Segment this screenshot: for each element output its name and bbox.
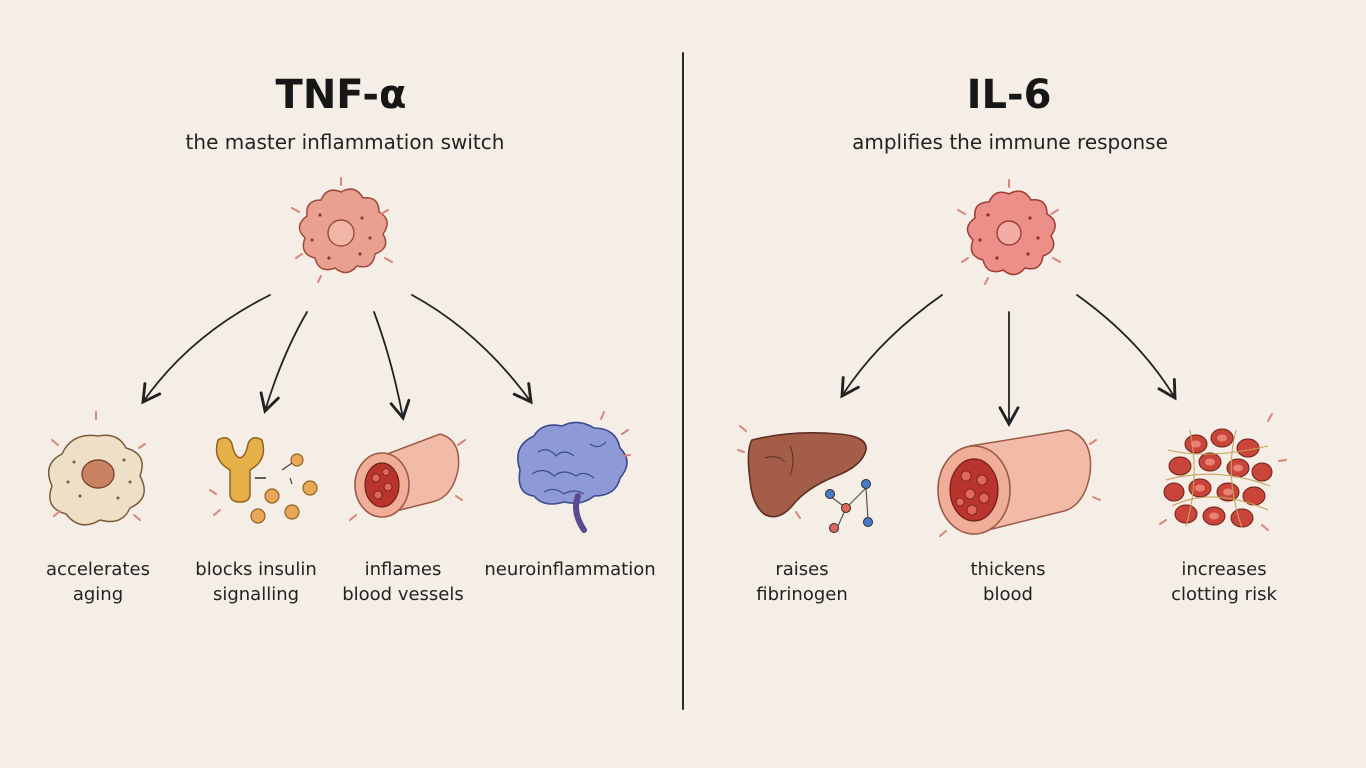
tnf-alpha-title: TNF-α — [275, 72, 407, 118]
arrow-to-fibrinogen — [840, 294, 943, 399]
effect-label-line: signalling — [212, 584, 300, 605]
arrow-to-aging — [141, 294, 271, 405]
blood-clot-icon — [1159, 413, 1287, 531]
il6-cell-icon — [957, 179, 1061, 285]
effect-label-line: clotting risk — [1171, 584, 1277, 605]
arrow-to-neuro — [411, 294, 533, 405]
effect-label-line: neuroinflammation — [484, 559, 656, 580]
effect-label-line: raises — [775, 559, 829, 580]
insulin-receptor-icon — [209, 437, 318, 524]
effect-label-line: increases — [1181, 559, 1267, 580]
effect-label-line: blood vessels — [342, 584, 464, 605]
arrow-to-vessels — [373, 311, 411, 421]
panel-divider — [682, 52, 684, 710]
inflamed-vessel-icon — [349, 433, 466, 521]
effect-label-fibrinogen: raises fibrinogen — [702, 557, 902, 607]
thick-blood-vessel-icon — [937, 429, 1101, 537]
effect-label-neuro: neuroinflammation — [470, 557, 670, 582]
il6-title: IL-6 — [966, 72, 1052, 118]
effect-label-line: thickens — [970, 559, 1046, 580]
effect-label-blood: thickens blood — [908, 557, 1108, 607]
effect-label-line: blocks insulin — [195, 559, 317, 580]
il6-subtitle: amplifies the immune response — [852, 130, 1168, 154]
arrow-to-insulin — [259, 311, 308, 414]
brain-icon — [517, 411, 631, 533]
tnf-alpha-cell-icon — [291, 177, 393, 283]
effect-label-clotting: increases clotting risk — [1124, 557, 1324, 607]
effect-label-insulin: blocks insulin signalling — [156, 557, 356, 607]
effect-label-line: inflames — [364, 559, 442, 580]
tnf-alpha-subtitle: the master inflammation switch — [185, 130, 505, 154]
aging-cell-icon — [47, 411, 146, 526]
effect-label-aging: accelerates aging — [0, 557, 198, 607]
effect-label-line: accelerates — [46, 559, 150, 580]
effect-label-line: blood — [983, 584, 1033, 605]
effect-label-vessels: inflames blood vessels — [303, 557, 503, 607]
arrow-to-clotting — [1076, 294, 1177, 401]
effect-label-line: fibrinogen — [756, 584, 848, 605]
liver-icon — [737, 425, 873, 533]
effect-label-line: aging — [72, 584, 124, 605]
